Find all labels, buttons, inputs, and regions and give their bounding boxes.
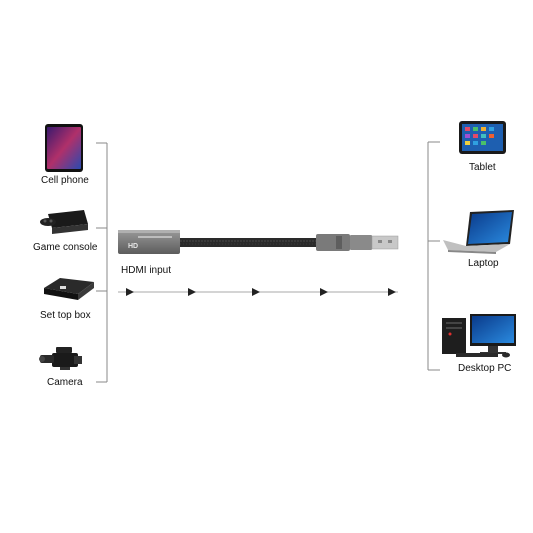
target-label-tablet: Tablet <box>469 162 496 173</box>
source-label-game-console: Game console <box>33 242 98 253</box>
flow-arrow-icon <box>188 288 196 296</box>
signal-flow-line <box>118 288 398 296</box>
smartphone-icon <box>44 123 86 172</box>
hdmi-capture-card-icon: HD <box>118 230 180 254</box>
device-label: HDMI input <box>121 265 172 276</box>
flow-arrow-icon <box>320 288 328 296</box>
flow-arrow-icon <box>126 288 134 296</box>
target-label-laptop: Laptop <box>468 258 499 269</box>
flow-arrow-icon <box>252 288 260 296</box>
tablet-icon <box>459 121 506 154</box>
source-label-camera: Camera <box>47 377 83 388</box>
source-label-cell-phone: Cell phone <box>41 175 89 186</box>
laptop-icon <box>443 210 514 254</box>
game-console-icon <box>40 210 88 234</box>
usb-cable <box>180 238 320 247</box>
desktop-pc-icon <box>442 314 516 358</box>
target-label-desktop-pc: Desktop PC <box>458 363 512 374</box>
source-label-set-top-box: Set top box <box>40 310 91 321</box>
device-plate-text: HD <box>128 243 138 250</box>
target-bracket <box>427 141 440 371</box>
flow-arrow-icon <box>388 288 396 296</box>
video-camera-icon <box>39 347 82 370</box>
source-bracket <box>96 142 108 383</box>
usb-connector-icon <box>316 234 399 251</box>
set-top-box-icon <box>44 278 94 300</box>
